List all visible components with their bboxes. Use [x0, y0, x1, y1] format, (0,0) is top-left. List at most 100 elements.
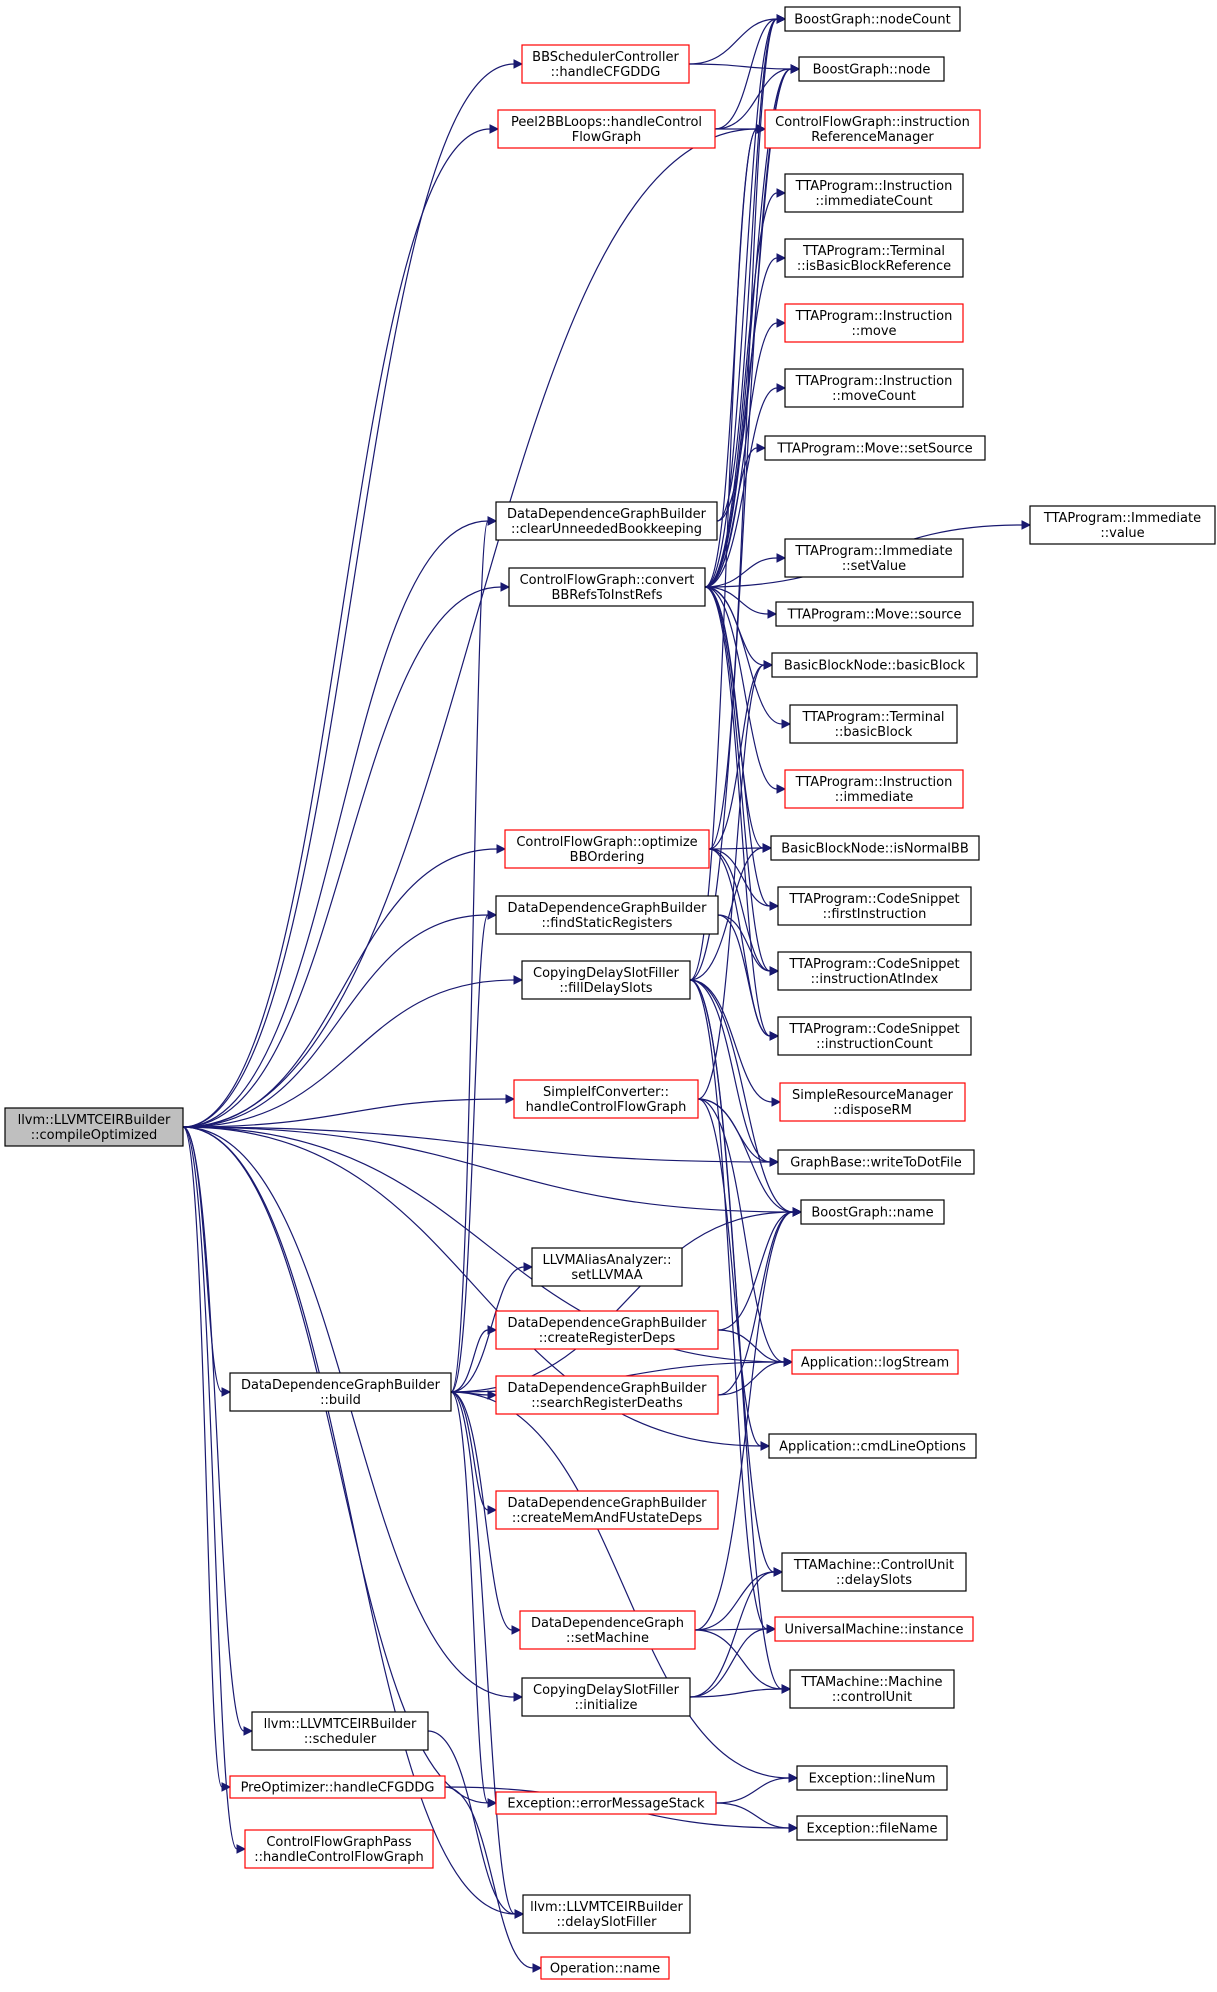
function-node[interactable]: CopyingDelaySlotFiller::fillDelaySlots	[521, 960, 691, 1000]
function-node[interactable]: DataDependenceGraphBuilder::createRegist…	[495, 1310, 719, 1350]
function-node[interactable]: TTAProgram::Terminal::basicBlock	[789, 704, 958, 744]
function-node[interactable]: DataDependenceGraph::setMachine	[519, 1610, 696, 1650]
function-node[interactable]: TTAProgram::Move::setSource	[764, 435, 986, 461]
call-edge	[704, 188, 787, 588]
node-box	[789, 704, 958, 744]
function-node[interactable]: ControlFlowGraph::convertBBRefsToInstRef…	[508, 567, 706, 607]
function-node[interactable]: TTAProgram::CodeSnippet::firstInstructio…	[777, 886, 972, 926]
function-node[interactable]: Operation::name	[540, 1956, 670, 1980]
node-label: DataDependenceGraph	[531, 1616, 684, 1631]
node-label: ::instructionCount	[816, 1037, 933, 1052]
function-node[interactable]: Exception::fileName	[796, 1815, 948, 1841]
node-label: FlowGraph	[572, 130, 642, 145]
function-node[interactable]: TTAProgram::Immediate::setValue	[784, 538, 964, 578]
function-node[interactable]: TTAProgram::Instruction::immediateCount	[784, 173, 964, 213]
call-edge	[182, 1126, 803, 1217]
call-edge	[697, 660, 774, 1100]
function-node[interactable]: UniversalMachine::instance	[774, 1616, 974, 1642]
call-edge	[704, 586, 787, 794]
call-edge	[182, 124, 500, 1128]
node-box	[781, 1552, 967, 1592]
function-node[interactable]: BoostGraph::nodeCount	[784, 6, 961, 32]
function-node[interactable]: SimpleResourceManager::disposeRM	[779, 1082, 966, 1122]
node-label: Peel2BBLoops::handleControl	[511, 115, 702, 130]
node-box	[777, 1016, 972, 1056]
node-label: TTAMachine::Machine	[800, 1675, 942, 1690]
node-label: ::delaySlotFiller	[557, 1915, 658, 1930]
node-box	[784, 538, 964, 578]
node-label: ::createRegisterDeps	[539, 1331, 676, 1346]
call-edge	[704, 553, 787, 588]
node-label: ::value	[1100, 526, 1144, 541]
function-node[interactable]: TTAProgram::Instruction::move	[784, 303, 964, 343]
node-label: llvm::LLVMTCEIRBuilder	[530, 1900, 683, 1915]
call-edge	[450, 1391, 522, 1635]
function-node[interactable]: llvm::LLVMTCEIRBuilder::scheduler	[251, 1711, 429, 1751]
function-node[interactable]: BoostGraph::node	[798, 56, 945, 82]
node-box	[777, 1149, 975, 1175]
node-label: TTAMachine::ControlUnit	[793, 1558, 954, 1573]
function-node[interactable]: TTAProgram::Move::source	[775, 601, 974, 627]
node-label: DataDependenceGraphBuilder	[507, 1316, 707, 1331]
call-edge	[182, 582, 511, 1128]
function-node[interactable]: TTAProgram::CodeSnippet::instructionAtIn…	[777, 951, 972, 991]
function-node[interactable]: TTAProgram::Instruction::moveCount	[784, 368, 964, 408]
node-box	[495, 501, 718, 541]
function-node[interactable]: PreOptimizer::handleCFGDDG	[229, 1775, 446, 1799]
node-box	[513, 1079, 699, 1119]
node-layer: llvm::LLVMTCEIRBuilder::compileOptimized…	[4, 6, 1216, 1980]
function-node[interactable]: BBSchedulerController::handleCFGDDG	[521, 44, 690, 84]
function-node[interactable]: DataDependenceGraphBuilder::searchRegist…	[495, 1375, 719, 1415]
function-node[interactable]: DataDependenceGraphBuilder::clearUnneede…	[495, 501, 718, 541]
function-node[interactable]: DataDependenceGraphBuilder::findStaticRe…	[495, 895, 719, 935]
function-node[interactable]: Exception::errorMessageStack	[495, 1791, 717, 1815]
function-node[interactable]: DataDependenceGraphBuilder::build	[229, 1372, 452, 1412]
node-label: ::move	[851, 324, 896, 339]
function-node[interactable]: TTAMachine::ControlUnit::delaySlots	[781, 1552, 967, 1592]
node-label: ControlFlowGraph::convert	[520, 573, 695, 588]
node-label: ::immediate	[835, 790, 914, 805]
node-label: BBOrdering	[570, 850, 645, 865]
function-node[interactable]: LLVMAliasAnalyzer::setLLVMAA	[531, 1247, 683, 1287]
function-node[interactable]: TTAProgram::Instruction::immediate	[784, 769, 964, 809]
function-node[interactable]: TTAProgram::CodeSnippet::instructionCoun…	[777, 1016, 972, 1056]
function-node[interactable]: TTAProgram::Terminal::isBasicBlockRefere…	[784, 238, 964, 278]
node-box	[784, 368, 964, 408]
function-node[interactable]: ControlFlowGraphPass::handleControlFlowG…	[244, 1829, 434, 1869]
function-node[interactable]: ControlFlowGraph::instructionReferenceMa…	[764, 109, 981, 149]
function-node[interactable]: llvm::LLVMTCEIRBuilder::compileOptimized	[4, 1107, 184, 1147]
node-box	[531, 1247, 683, 1287]
node-label: handleControlFlowGraph	[526, 1100, 687, 1115]
node-label: llvm::LLVMTCEIRBuilder	[264, 1717, 417, 1732]
call-edge	[182, 1126, 498, 1808]
function-node[interactable]: CopyingDelaySlotFiller::initialize	[521, 1677, 691, 1717]
call-edge	[689, 1567, 784, 1698]
function-node[interactable]: Exception::lineNum	[796, 1765, 948, 1791]
function-node[interactable]: BoostGraph::name	[800, 1199, 945, 1225]
node-label: ::initialize	[575, 1698, 638, 1713]
function-node[interactable]: GraphBase::writeToDotFile	[777, 1149, 975, 1175]
function-node[interactable]: BasicBlockNode::isNormalBB	[770, 835, 980, 861]
node-label: TTAProgram::CodeSnippet	[788, 1022, 959, 1037]
function-node[interactable]: BasicBlockNode::basicBlock	[771, 652, 978, 678]
node-box	[495, 895, 719, 935]
node-box	[796, 1815, 948, 1841]
node-label: ControlFlowGraphPass	[266, 1835, 412, 1850]
call-edge	[182, 1126, 232, 1792]
function-node[interactable]: TTAMachine::Machine::controlUnit	[789, 1669, 955, 1709]
call-edge	[704, 586, 792, 729]
function-node[interactable]: Peel2BBLoops::handleControlFlowGraph	[497, 109, 716, 149]
node-box	[784, 6, 961, 32]
function-node[interactable]: DataDependenceGraphBuilder::createMemAnd…	[495, 1490, 719, 1530]
node-label: ::fillDelaySlots	[559, 981, 652, 996]
function-node[interactable]: SimpleIfConverter::handleControlFlowGrap…	[513, 1079, 699, 1119]
node-label: BoostGraph::nodeCount	[794, 13, 950, 28]
node-box	[495, 1375, 719, 1415]
node-box	[800, 1199, 945, 1225]
call-edge	[715, 1773, 799, 1804]
function-node[interactable]: Application::logStream	[791, 1349, 959, 1375]
function-node[interactable]: TTAProgram::Immediate::value	[1029, 505, 1216, 545]
function-node[interactable]: llvm::LLVMTCEIRBuilder::delaySlotFiller	[522, 1894, 691, 1934]
function-node[interactable]: Application::cmdLineOptions	[768, 1433, 977, 1459]
